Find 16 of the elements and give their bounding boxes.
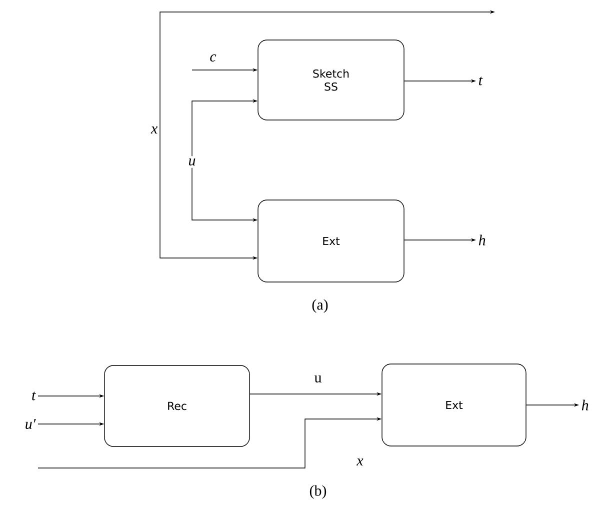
process-box: Ext bbox=[382, 364, 526, 446]
variable-label: t bbox=[32, 392, 36, 400]
panel-caption: (a) bbox=[312, 299, 328, 313]
process-box: Rec bbox=[104, 365, 250, 447]
variable-label: x bbox=[150, 126, 158, 134]
process-box: Sketch SS bbox=[258, 40, 404, 120]
variable-label: h bbox=[478, 234, 486, 246]
edge-label: u bbox=[313, 374, 323, 384]
variable-label: t bbox=[479, 76, 483, 86]
variable-label: u bbox=[189, 158, 196, 166]
edge-label: x bbox=[356, 458, 364, 466]
panel-caption: (b) bbox=[310, 485, 326, 499]
variable-label: u′ bbox=[26, 419, 36, 429]
edge-label: c bbox=[208, 53, 218, 63]
process-box: Ext bbox=[258, 200, 404, 282]
variable-label: h bbox=[582, 400, 588, 410]
